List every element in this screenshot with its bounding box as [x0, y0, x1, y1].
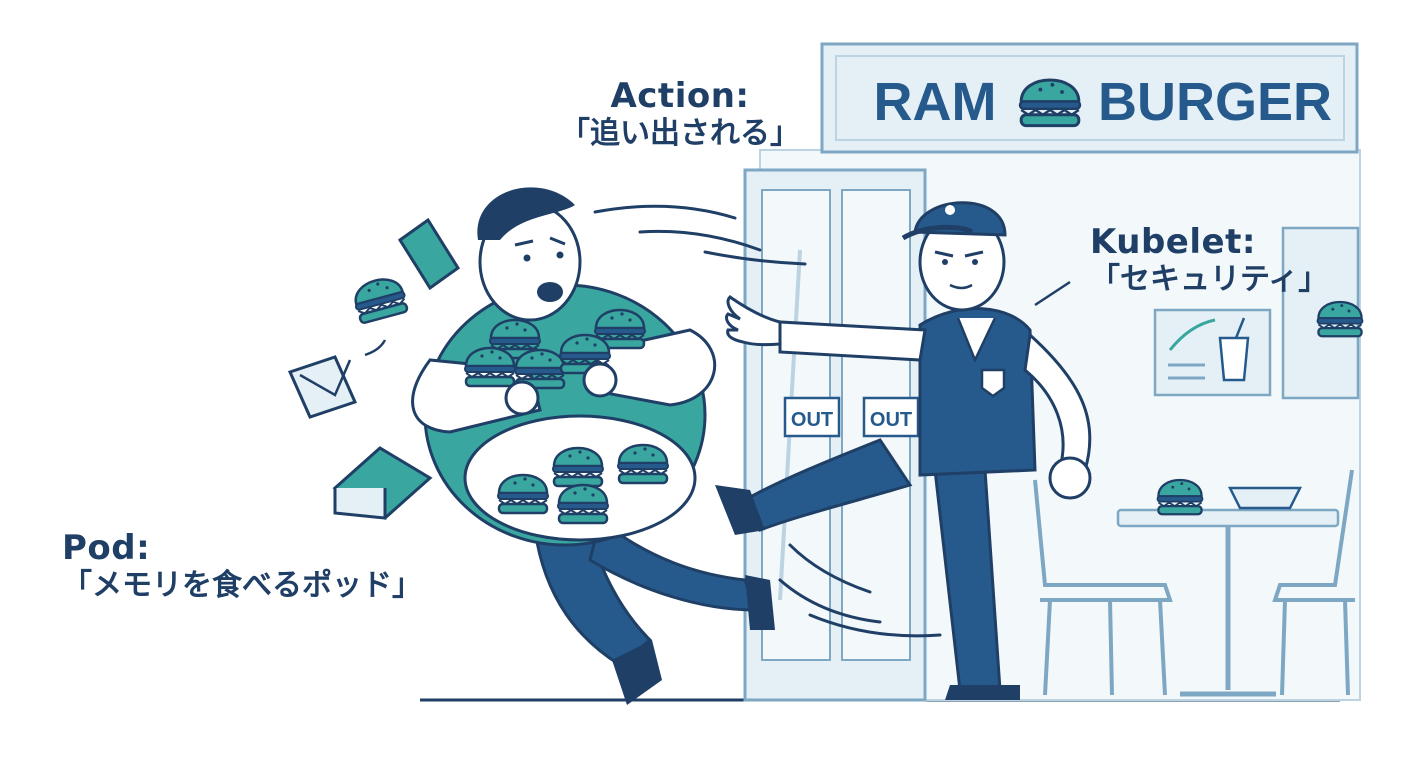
sign-text-left: RAM: [874, 72, 997, 132]
door-out-sign-left: [783, 396, 841, 438]
shop-door: OUT OUT: [743, 168, 927, 702]
label-action-text: 「追い出される」: [560, 116, 800, 152]
label-pod-role: Pod:: [62, 528, 151, 568]
pod-character: [411, 187, 775, 705]
label-action-role: Action:: [610, 76, 750, 116]
kubelet-pointer: [1034, 280, 1071, 307]
sign-text-right: BURGER: [1098, 72, 1332, 132]
badge-icon: [980, 368, 1006, 398]
label-kubelet-text: 「セキュリティ」: [1090, 262, 1329, 298]
label-kubelet: Kubelet: 「セキュリティ」: [1090, 222, 1328, 298]
menu-poster: [1153, 226, 1364, 400]
door-out-text-right: OUT: [870, 409, 912, 431]
label-pod: Pod: 「メモリを食べるポッド」: [62, 528, 422, 604]
burger-icon: [1018, 78, 1082, 128]
cafe-chair-right: [1272, 469, 1355, 696]
label-action: Action: 「追い出される」: [560, 76, 800, 152]
door-out-sign-right: [862, 396, 920, 438]
motion-lines: [593, 204, 942, 638]
guard-character: [715, 201, 1092, 700]
shop-sign: [820, 42, 1359, 154]
flying-food: [287, 217, 461, 520]
label-kubelet-role: Kubelet:: [1090, 222, 1256, 262]
cafe-table: [1116, 478, 1340, 697]
cafe-chair-left: [1033, 479, 1173, 696]
door-out-text-left: OUT: [791, 409, 833, 431]
label-pod-text: 「メモリを食べるポッド」: [62, 568, 422, 604]
